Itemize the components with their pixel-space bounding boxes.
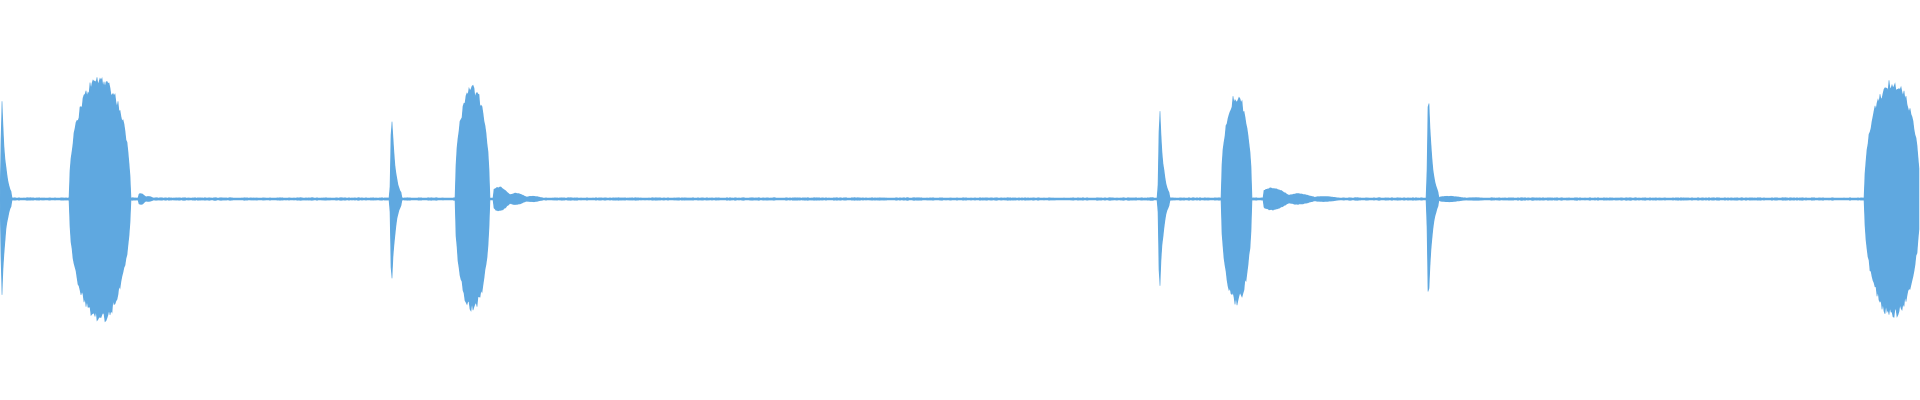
waveform-path	[0, 77, 1920, 323]
